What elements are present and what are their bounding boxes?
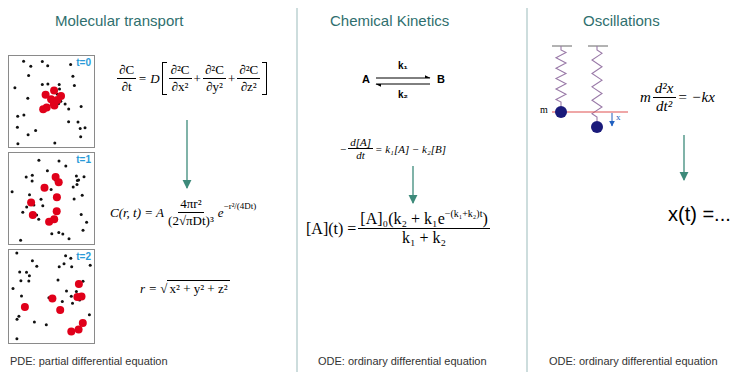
fraction: d²xdt² (653, 80, 676, 115)
eq-part: ) (482, 210, 487, 227)
eq-part: x² + y² + z² (167, 280, 229, 297)
species-label: B (437, 73, 445, 85)
column-heading: Oscillations (583, 12, 660, 29)
rate-label: k₂ (398, 89, 408, 100)
eq-part: − (340, 143, 346, 155)
eq-part: d[A] (348, 136, 373, 149)
eq-part: x(t) =... (668, 203, 731, 226)
eq-part: √ (160, 281, 167, 297)
eq-part: C(r, t) = A (110, 205, 164, 221)
kinetics-solution: [A](t) = [A]₀(k₂ + k₁e−(k₁+k₂)t)k₁ + k₂ (306, 210, 492, 247)
footer-text: PDE: partial differential equation (10, 355, 168, 367)
oscillator-solution: x(t) =... (668, 203, 731, 226)
eq-part: (2√πDt)³ (166, 213, 216, 229)
heading-text: Oscillations (583, 12, 660, 29)
forward-arrow (376, 78, 430, 79)
eq-part: + (194, 71, 201, 87)
fraction: d[A]dt (348, 136, 373, 161)
ceiling (552, 46, 572, 47)
displacement-text: x (616, 112, 621, 122)
eq-part: ∂y² (204, 79, 225, 95)
column-heading: Molecular transport (55, 12, 183, 29)
eq-part: d²x (653, 80, 676, 98)
heading-text: Chemical Kinetics (330, 12, 449, 29)
eq-part: ∂²C (203, 62, 226, 79)
mass (555, 106, 567, 118)
eq-part: r = (140, 281, 157, 297)
fraction: [A]₀(k₂ + k₁e−(k₁+k₂)t)k₁ + k₂ (358, 210, 489, 247)
eq-part: = k₁[A] − k₂[B] (375, 143, 446, 155)
time-panel: t=1 (8, 152, 95, 245)
eq-part: m (640, 89, 651, 106)
flow-arrow (683, 135, 684, 180)
column-divider (297, 8, 298, 372)
eq-part: B (437, 73, 445, 85)
column-divider (527, 8, 528, 372)
flow-arrow (412, 166, 413, 203)
footer-text: ODE: ordinary differential equation (318, 355, 487, 367)
eq-part: = D (138, 71, 159, 87)
fraction: 4πr²(2√πDt)³ (166, 196, 216, 229)
heading-text: Molecular transport (55, 12, 183, 29)
eq-part: A (362, 73, 370, 85)
oscillator-equation: m d²xdt² = −kx (640, 80, 715, 115)
eq-part: = −kx (678, 89, 715, 106)
eq-part: k₁ (398, 60, 408, 71)
eq-part: k₂ (398, 89, 408, 100)
molecule-dots (11, 60, 92, 341)
fraction: ∂²C∂x² (169, 62, 192, 95)
bracket: ∂²C∂x² + ∂²C∂y² + ∂²C∂z² (162, 62, 268, 95)
time-label: t=1 (76, 154, 91, 165)
footer-note: ODE: ordinary differential equation (549, 355, 718, 367)
flow-arrow (186, 120, 187, 188)
exponent: −r²/(4Dt) (224, 201, 257, 211)
displacement-arrow (612, 113, 613, 126)
fraction: ∂²C∂z² (237, 62, 260, 95)
footer-note: ODE: ordinary differential equation (318, 355, 487, 367)
eq-part: + (228, 71, 235, 87)
exponent: −(k₁+k₂)t (445, 208, 483, 219)
rate-label: k₁ (398, 60, 408, 71)
mass-text: m (540, 104, 548, 115)
solution-equation: C(r, t) = A 4πr²(2√πDt)³ e−r²/(4Dt) (110, 196, 256, 229)
eq-part: ∂²C (169, 62, 192, 79)
eq-part: k₁ + k₂ (400, 229, 448, 247)
footer-note: PDE: partial differential equation (10, 355, 168, 367)
eq-part: ∂t (120, 79, 134, 95)
eq-part: ∂²C (237, 62, 260, 79)
fraction: ∂²C∂y² (203, 62, 226, 95)
mass-label: m (540, 104, 548, 115)
eq-part: ∂C (117, 62, 136, 79)
time-label: t=2 (76, 251, 91, 262)
rate-equation: − d[A]dt = k₁[A] − k₂[B] (340, 136, 446, 161)
eq-part: [A]₀(k₂ + k₁e (360, 210, 444, 227)
ceiling (588, 46, 608, 47)
numerator: [A]₀(k₂ + k₁e−(k₁+k₂)t) (358, 210, 489, 229)
footer-text: ODE: ordinary differential equation (549, 355, 718, 367)
time-label: t=0 (76, 57, 91, 68)
radius-equation: r = √x² + y² + z² (140, 280, 230, 297)
eq-part: dt (354, 149, 367, 161)
eq-part: 4πr² (178, 196, 203, 213)
displacement-label: x (616, 112, 621, 122)
spring-symbol (556, 46, 602, 121)
fraction: ∂C∂t (117, 62, 136, 95)
eq-part: e (218, 205, 224, 221)
diffusion-equation: ∂C∂t = D ∂²C∂x² + ∂²C∂y² + ∂²C∂z² (115, 62, 269, 95)
time-panel: t=2 (8, 249, 95, 344)
eq-part: dt² (654, 98, 674, 115)
mass (591, 121, 603, 133)
eq-part: [A](t) = (306, 220, 356, 238)
eq-part: ∂z² (239, 79, 259, 95)
column-heading: Chemical Kinetics (330, 12, 449, 29)
time-panel: t=0 (8, 55, 95, 148)
reverse-arrow (376, 84, 430, 85)
species-label: A (362, 73, 370, 85)
eq-part: ∂x² (170, 79, 191, 95)
